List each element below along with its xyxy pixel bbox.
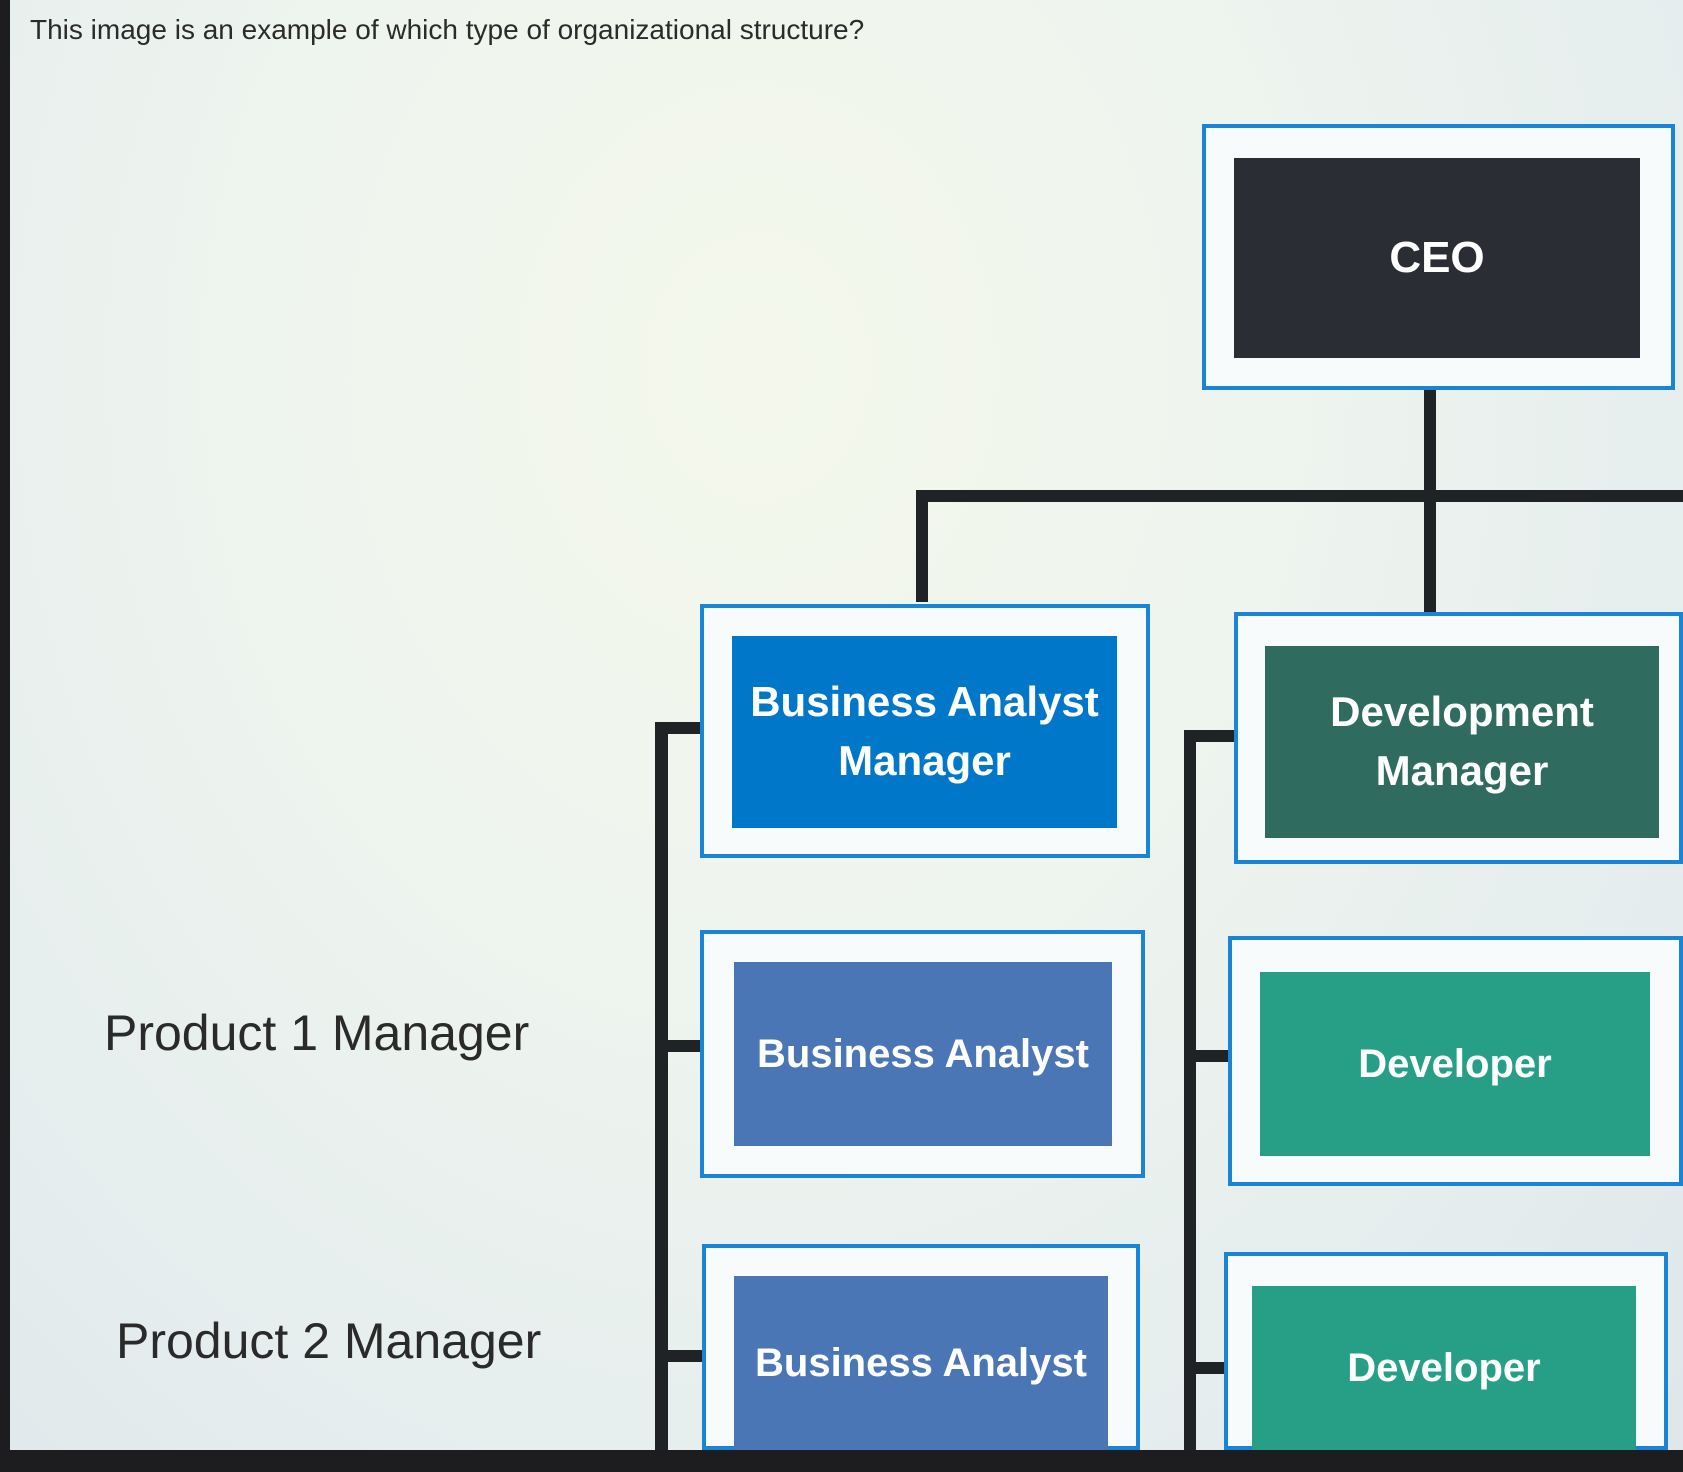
connector-horizontal-top bbox=[918, 490, 1683, 502]
ba-manager-box: Business Analyst Manager bbox=[732, 636, 1117, 828]
connector-left-row1 bbox=[665, 1040, 701, 1052]
connector-left-spine bbox=[655, 722, 668, 1450]
ba-row2-box: Business Analyst bbox=[734, 1276, 1108, 1450]
ba-row1-box: Business Analyst bbox=[734, 962, 1112, 1146]
dev-manager-label-line2: Manager bbox=[1375, 747, 1549, 794]
row-label-product-2-manager: Product 2 Manager bbox=[116, 1313, 542, 1369]
connector-right-spine bbox=[1184, 730, 1196, 1450]
ba-row2-label: Business Analyst bbox=[755, 1341, 1087, 1385]
connector-right-top bbox=[1184, 730, 1234, 742]
dev-row2-label: Developer bbox=[1347, 1346, 1541, 1390]
ba-manager-label-line1: Business Analyst bbox=[750, 678, 1099, 726]
ba-manager-label-line2: Manager bbox=[838, 737, 1011, 784]
dev-row1-label: Developer bbox=[1358, 1042, 1552, 1086]
question-text: This image is an example of which type o… bbox=[30, 14, 865, 45]
dev-row1-box: Developer bbox=[1260, 972, 1650, 1156]
connector-ba-manager-down bbox=[916, 490, 928, 602]
connector-right-row2 bbox=[1194, 1362, 1228, 1374]
connector-left-row2 bbox=[665, 1350, 703, 1362]
dev-row2-box: Developer bbox=[1252, 1286, 1636, 1450]
ceo-box: CEO bbox=[1234, 158, 1640, 358]
connector-left-top bbox=[655, 722, 701, 734]
ba-row1-label: Business Analyst bbox=[757, 1032, 1089, 1076]
row-label-product-1-manager: Product 1 Manager bbox=[104, 1005, 530, 1061]
ceo-label: CEO bbox=[1389, 233, 1485, 283]
dev-manager-box: Development Manager bbox=[1265, 646, 1659, 838]
connector-right-row1 bbox=[1194, 1050, 1230, 1062]
dev-manager-label-line1: Development bbox=[1330, 688, 1594, 736]
